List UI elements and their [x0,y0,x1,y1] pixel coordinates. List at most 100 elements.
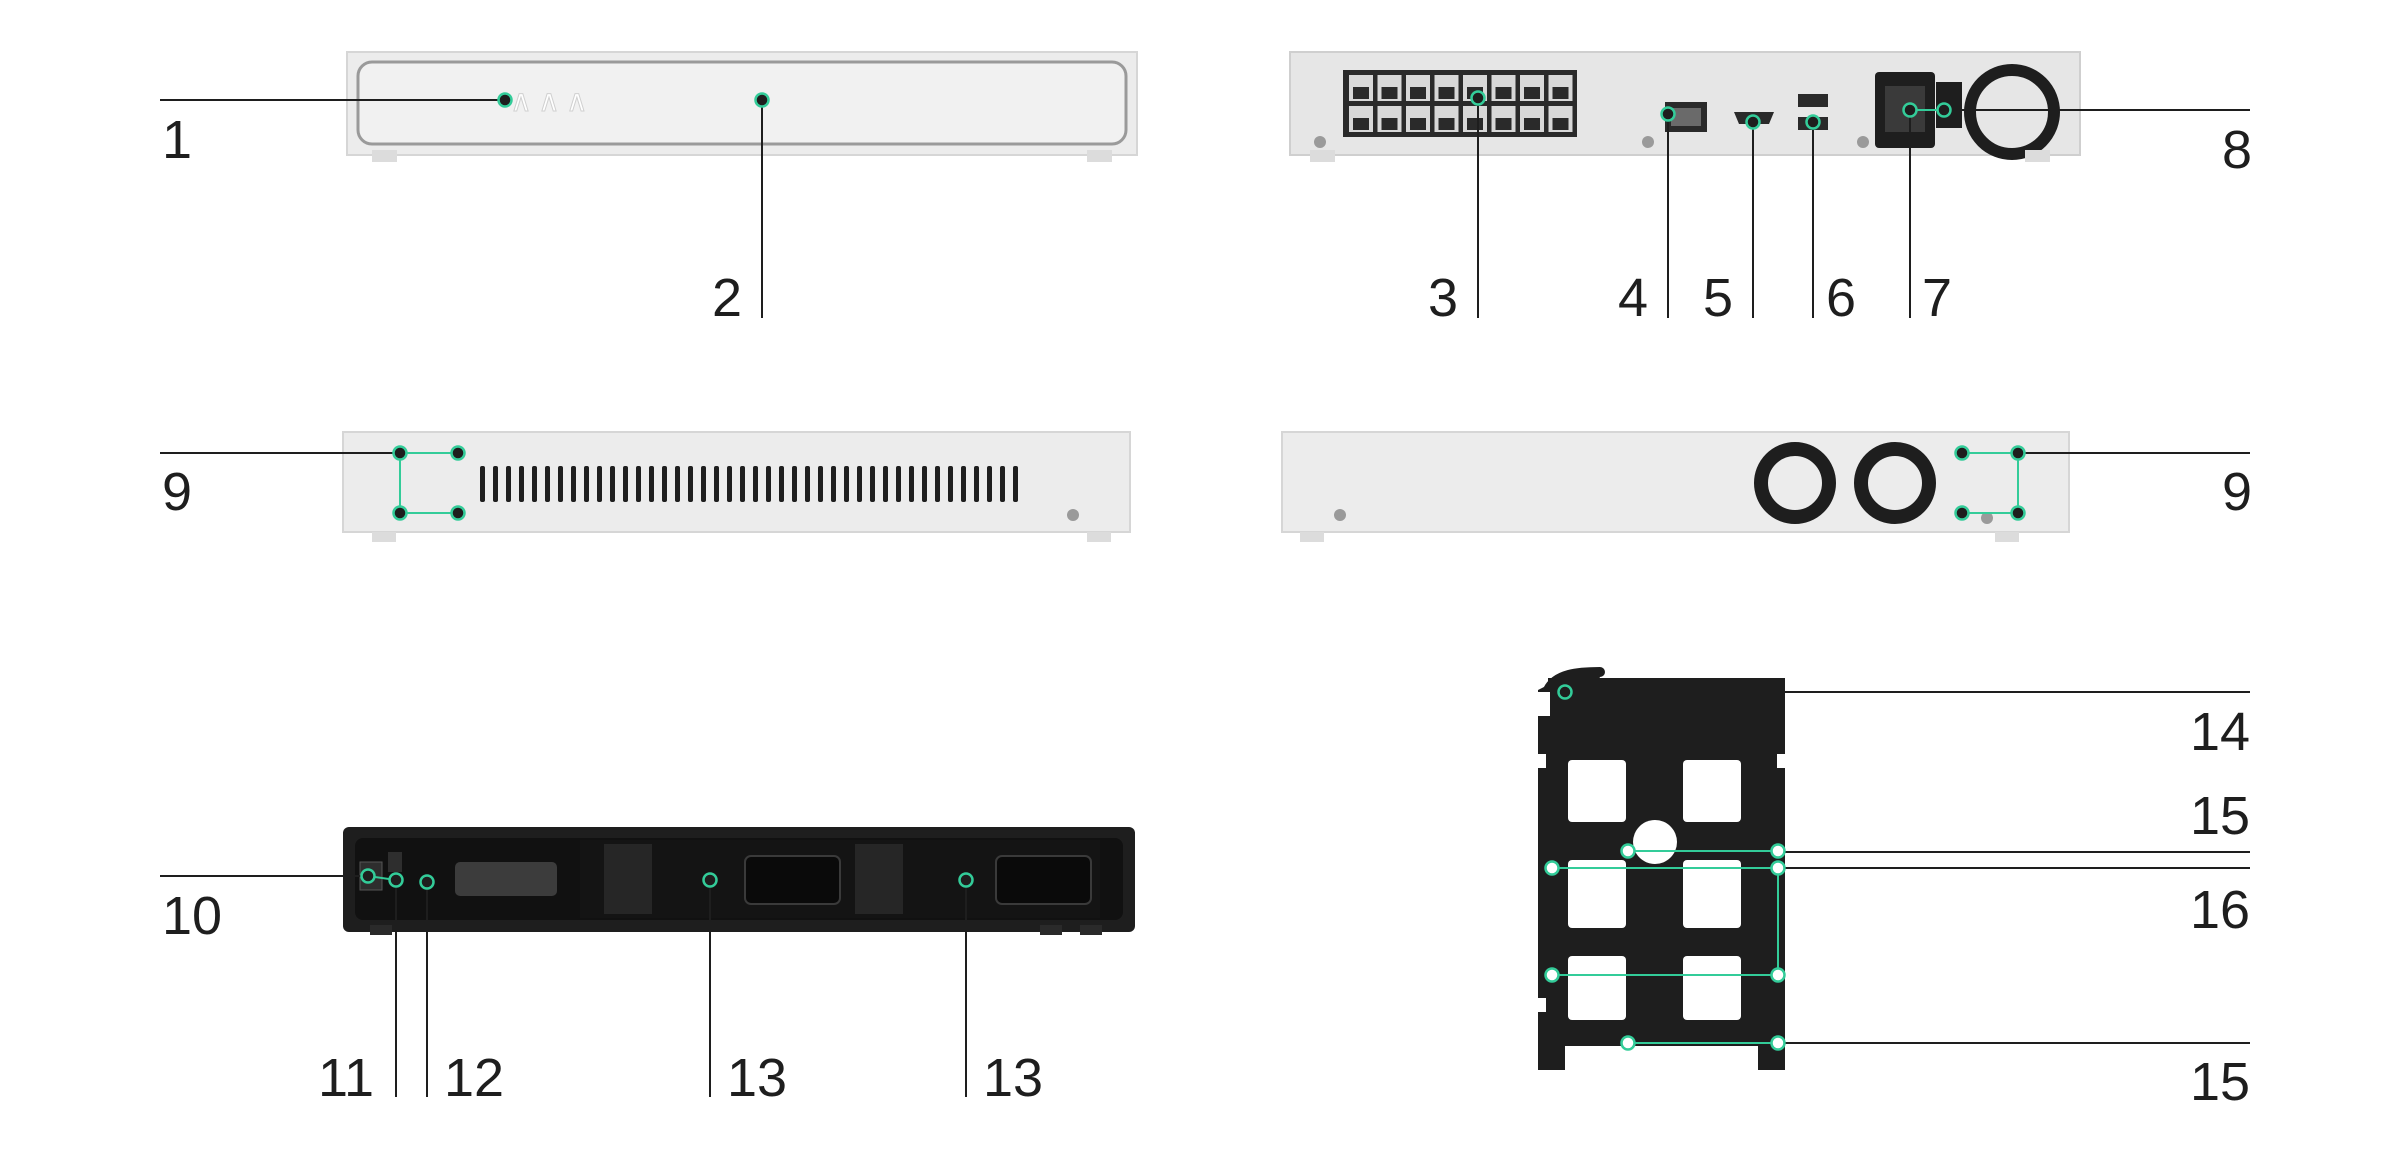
vent-slot [805,466,810,502]
drive-bay-handle [995,855,1092,905]
screw [1334,509,1346,521]
callout-marker [1470,90,1486,106]
callout-marker [2010,505,2026,521]
screw [1642,136,1654,148]
vent-slot [818,466,823,502]
vent-slot [870,466,875,502]
callout-marker [958,872,974,888]
foot [372,532,396,542]
vent-slot [480,466,485,502]
vent-slot [649,466,654,502]
callout-lines [160,98,2250,1097]
vent-slot [857,466,862,502]
vent-slot [766,466,771,502]
vent-slot [506,466,511,502]
foot [1080,925,1102,935]
screw [1981,512,1993,524]
callout-marker [360,868,376,884]
vent-slot [675,466,680,502]
callout-marker [1936,102,1952,118]
rj45-port-contact [1410,118,1426,130]
bracket-notch [1538,754,1546,768]
drive-bay-rib [604,844,652,914]
callout-marker [388,872,404,888]
rear-view [1289,51,2081,162]
side-housing [342,431,1131,533]
rj45-port-contact [1552,87,1569,99]
vent-slot [571,466,576,502]
vent-slot [597,466,602,502]
rj45-port-contact [1381,87,1398,99]
rj45-port-contact [1467,118,1483,130]
callout-label: 7 [1922,268,1952,328]
rj45-port-contact [1438,118,1455,130]
reset-button [388,852,402,872]
callout-label: 15 [2190,786,2250,846]
callout-label: 13 [983,1048,1043,1108]
rj45-port-contact [1524,118,1540,130]
vent-slot [636,466,641,502]
vent-slot [1013,466,1018,502]
drive-bay-handle [744,855,841,905]
bracket-center-hole [1633,820,1677,864]
callout-marker [1770,967,1786,983]
vent-slot [909,466,914,502]
callout-label: 11 [318,1048,374,1108]
svg-text:∧∧∧: ∧∧∧ [510,85,594,118]
left-side-view [342,431,1131,542]
vent-slot [623,466,628,502]
callout-label: 6 [1826,268,1856,328]
foot [1087,532,1111,542]
callout-marker [1620,843,1636,859]
callout-label: 4 [1618,268,1648,328]
vent-slot [532,466,537,502]
screw [1857,136,1869,148]
callout-marker [1770,1035,1786,1051]
vent-slot [545,466,550,502]
rj45-port-contact [1410,87,1426,99]
callout-label: 16 [2190,880,2250,940]
rj45-port-icon [1349,75,1573,132]
foot [372,150,397,162]
callout-marker [392,445,408,461]
vent-slot [844,466,849,502]
rj45-port-contact [1353,87,1369,99]
vent-slot [935,466,940,502]
rj45-port-contact [1381,118,1398,130]
vent-slot [558,466,563,502]
vent-slot [987,466,992,502]
front-view: ∧∧∧ [346,51,1138,162]
bracket-notch [1538,692,1550,716]
callout-marker [1620,1035,1636,1051]
side-housing [1281,431,2070,533]
screw [1067,509,1079,521]
vent-slot [727,466,732,502]
callout-marker [450,445,466,461]
foot [2025,150,2050,162]
callout-marker [702,872,718,888]
callout-marker [2010,445,2026,461]
callout-marker [450,505,466,521]
foot [1087,150,1112,162]
foot [1310,150,1335,162]
callout-marker [1745,114,1761,130]
vent-slot [896,466,901,502]
vent-slot [948,466,953,502]
fan-icon [1964,64,2060,160]
callout-marker [1770,843,1786,859]
vent-slot [831,466,836,502]
ajax-logo-icon: ∧∧∧ [510,85,594,119]
right-side-view [1281,431,2070,542]
front-panel [356,60,1128,146]
drive-bay-rib [855,844,903,914]
bracket-notch [1538,998,1546,1012]
callout-label: 8 [2222,120,2252,180]
callout-markers [360,90,2026,1051]
rj45-port-contact [1495,87,1512,99]
callout-marker [392,505,408,521]
rj45-port-contact [1353,118,1369,130]
vent-slot [584,466,589,502]
callout-marker [1954,445,1970,461]
fan-icon [1854,442,1936,524]
